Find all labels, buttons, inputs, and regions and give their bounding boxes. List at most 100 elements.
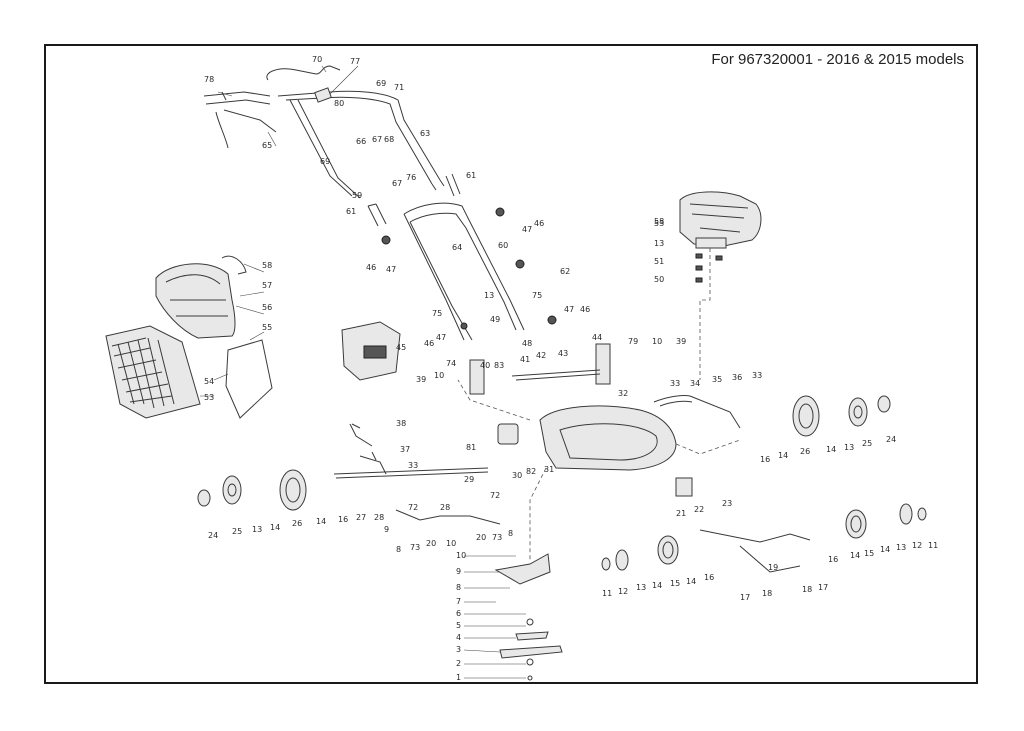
callout-41: 41 [520, 355, 530, 364]
callout-46: 46 [580, 305, 590, 314]
callout-75: 75 [532, 291, 542, 300]
callout-14: 14 [880, 545, 890, 554]
wheel-cap-right-rear [848, 395, 891, 427]
diagram-frame [44, 44, 978, 684]
callout-68: 68 [384, 135, 394, 144]
blade-assembly [494, 553, 563, 681]
callout-17: 17 [740, 593, 750, 602]
callout-15: 15 [670, 579, 680, 588]
callout-12: 12 [912, 541, 922, 550]
callout-28: 28 [374, 513, 384, 522]
callout-9: 9 [456, 567, 461, 576]
callout-22: 22 [694, 505, 704, 514]
callout-3: 3 [456, 645, 461, 654]
callout-13: 13 [484, 291, 494, 300]
callout-40: 40 [480, 361, 490, 370]
callout-8: 8 [508, 529, 513, 538]
callout-33: 33 [752, 371, 762, 380]
callout-67: 67 [392, 179, 402, 188]
callout-14: 14 [316, 517, 326, 526]
callout-26: 26 [800, 447, 810, 456]
callout-53: 53 [204, 393, 214, 402]
callout-78: 78 [204, 75, 214, 84]
callout-83: 83 [494, 361, 504, 370]
callout-2: 2 [456, 659, 461, 668]
callout-12: 12 [618, 587, 628, 596]
callout-16: 16 [760, 455, 770, 464]
callout-69: 69 [320, 157, 330, 166]
callout-5: 5 [456, 621, 461, 630]
callout-73: 73 [492, 533, 502, 542]
callout-57: 57 [262, 281, 272, 290]
callout-16: 16 [704, 573, 714, 582]
catcher-frame [225, 339, 273, 419]
leader-lines [200, 65, 526, 679]
callout-72: 72 [408, 503, 418, 512]
callout-13: 13 [654, 239, 664, 248]
callout-labels: 70 77 78 69 71 80 66 67 68 63 65 69 59 6… [204, 55, 938, 682]
callout-37: 37 [400, 445, 410, 454]
callout-77: 77 [350, 57, 360, 66]
callout-14: 14 [850, 551, 860, 560]
wheel-left-front [601, 535, 679, 571]
callout-62: 62 [560, 267, 570, 276]
callout-8: 8 [456, 583, 461, 592]
callout-11: 11 [928, 541, 938, 550]
callout-31: 31 [544, 465, 554, 474]
callout-13: 13 [896, 543, 906, 552]
callout-47: 47 [564, 305, 574, 314]
wheel-cap-left-rear [197, 475, 242, 507]
callout-13: 13 [844, 443, 854, 452]
callout-27: 27 [356, 513, 366, 522]
wheel-right-front [845, 503, 927, 539]
callout-33: 33 [408, 461, 418, 470]
callout-26: 26 [292, 519, 302, 528]
callout-29: 29 [464, 475, 474, 484]
callout-25: 25 [862, 439, 872, 448]
callout-30: 30 [512, 471, 522, 480]
callout-20: 20 [426, 539, 436, 548]
model-header: For 967320001 - 2016 & 2015 models [711, 51, 964, 68]
callout-51: 51 [654, 257, 664, 266]
callout-14: 14 [652, 581, 662, 590]
callout-35: 35 [712, 375, 722, 384]
callout-17: 17 [818, 583, 828, 592]
callout-64: 64 [452, 243, 462, 252]
callout-10: 10 [456, 551, 466, 560]
callout-61: 61 [466, 171, 476, 180]
mower-deck [457, 379, 741, 560]
callout-36: 36 [732, 373, 742, 382]
upper-handle [266, 65, 445, 199]
battery-pack [341, 321, 401, 381]
callout-58: 58 [262, 261, 272, 270]
callout-13: 13 [636, 583, 646, 592]
wheel-right-rear [792, 395, 820, 437]
callout-23: 23 [722, 499, 732, 508]
callout-43: 43 [558, 349, 568, 358]
callout-39: 39 [676, 337, 686, 346]
callout-15: 15 [864, 549, 874, 558]
callout-25: 25 [232, 527, 242, 536]
callout-14: 14 [778, 451, 788, 460]
handle-cover-bar [203, 91, 277, 149]
callout-10: 10 [434, 371, 444, 380]
callout-46: 46 [366, 263, 376, 272]
callout-32: 32 [618, 389, 628, 398]
callout-58: 58 [654, 217, 664, 226]
callout-38: 38 [396, 419, 406, 428]
callout-70: 70 [312, 55, 322, 64]
callout-11: 11 [602, 589, 612, 598]
callout-10: 10 [652, 337, 662, 346]
grass-catcher-bag [105, 325, 201, 419]
callout-54: 54 [204, 377, 214, 386]
callout-72: 72 [490, 491, 500, 500]
callout-39: 39 [416, 375, 426, 384]
callout-82: 82 [526, 467, 536, 476]
callout-21: 21 [676, 509, 686, 518]
callout-13: 13 [252, 525, 262, 534]
small-parts [349, 207, 693, 497]
callout-10: 10 [446, 539, 456, 548]
callout-45: 45 [396, 343, 406, 352]
engine-bolts [695, 253, 723, 283]
